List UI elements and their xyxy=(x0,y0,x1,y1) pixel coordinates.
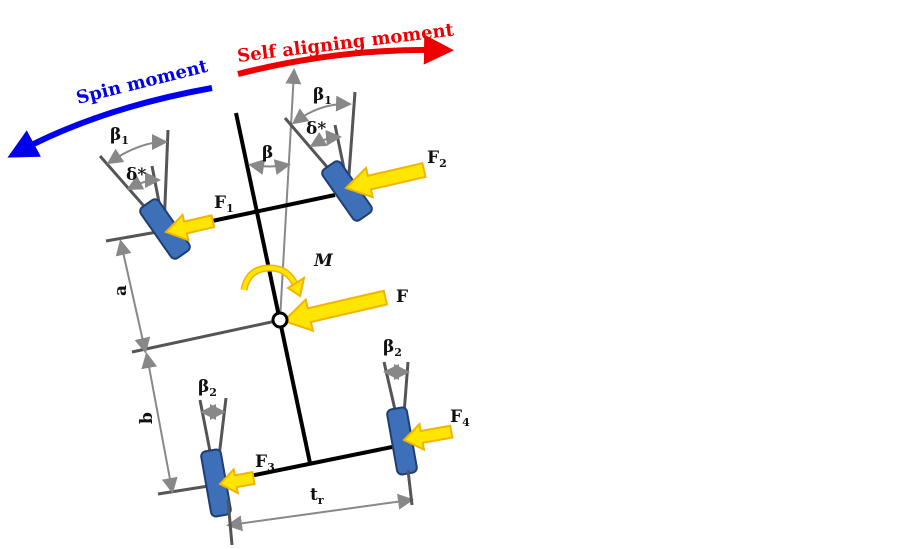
velocity-vector xyxy=(279,68,302,321)
fl-delta-arc xyxy=(126,172,161,190)
beta-arc xyxy=(248,159,291,175)
f3-label: F3 xyxy=(255,452,275,474)
fl-beta1-arc xyxy=(106,134,168,165)
fr-beta1-label: β1 xyxy=(313,85,332,107)
spin-moment-arrow xyxy=(7,85,213,158)
self-aligning-moment-arrow xyxy=(237,34,454,77)
beta-label: β xyxy=(262,143,273,163)
rr-beta2-label: β2 xyxy=(383,337,402,359)
rear-axle xyxy=(249,445,393,478)
yaw-moment-arrow-fill xyxy=(242,265,298,291)
f2-label: F2 xyxy=(427,148,447,170)
fr-beta1-arc xyxy=(291,95,352,125)
front-axle xyxy=(211,193,336,223)
force-arrow-f1 xyxy=(164,212,216,242)
b-label: b xyxy=(137,412,157,424)
force-arrow-f4 xyxy=(402,421,454,452)
yaw-moment-arrowhead xyxy=(286,275,306,298)
fr-reference-line xyxy=(346,91,357,189)
self-aligning-moment-label: Self aligning moment xyxy=(236,19,456,66)
center-of-gravity xyxy=(271,311,289,329)
dimension-tr xyxy=(226,493,414,532)
force-arrow-f2 xyxy=(344,161,427,199)
tr-ext-left xyxy=(226,499,234,546)
fl-delta-label: δ* xyxy=(126,165,146,185)
cg-line xyxy=(131,319,277,354)
a-label: a xyxy=(111,285,131,296)
fr-delta-label: δ* xyxy=(306,119,326,139)
f4-label: F4 xyxy=(450,407,470,429)
force-arrow-f3 xyxy=(218,467,256,495)
m-label: M xyxy=(313,251,334,271)
fl-beta1-label: β1 xyxy=(110,125,129,147)
force-arrow-f xyxy=(282,289,389,333)
tr-label: tr xyxy=(310,485,324,507)
tr-ext-right xyxy=(406,469,414,506)
f1-label: F1 xyxy=(214,193,234,215)
dimension-b xyxy=(141,352,178,494)
f-label: F xyxy=(396,287,408,307)
fr-delta-arc xyxy=(309,129,342,148)
dimension-a xyxy=(115,239,151,354)
rl-beta2-label: β2 xyxy=(198,377,217,399)
